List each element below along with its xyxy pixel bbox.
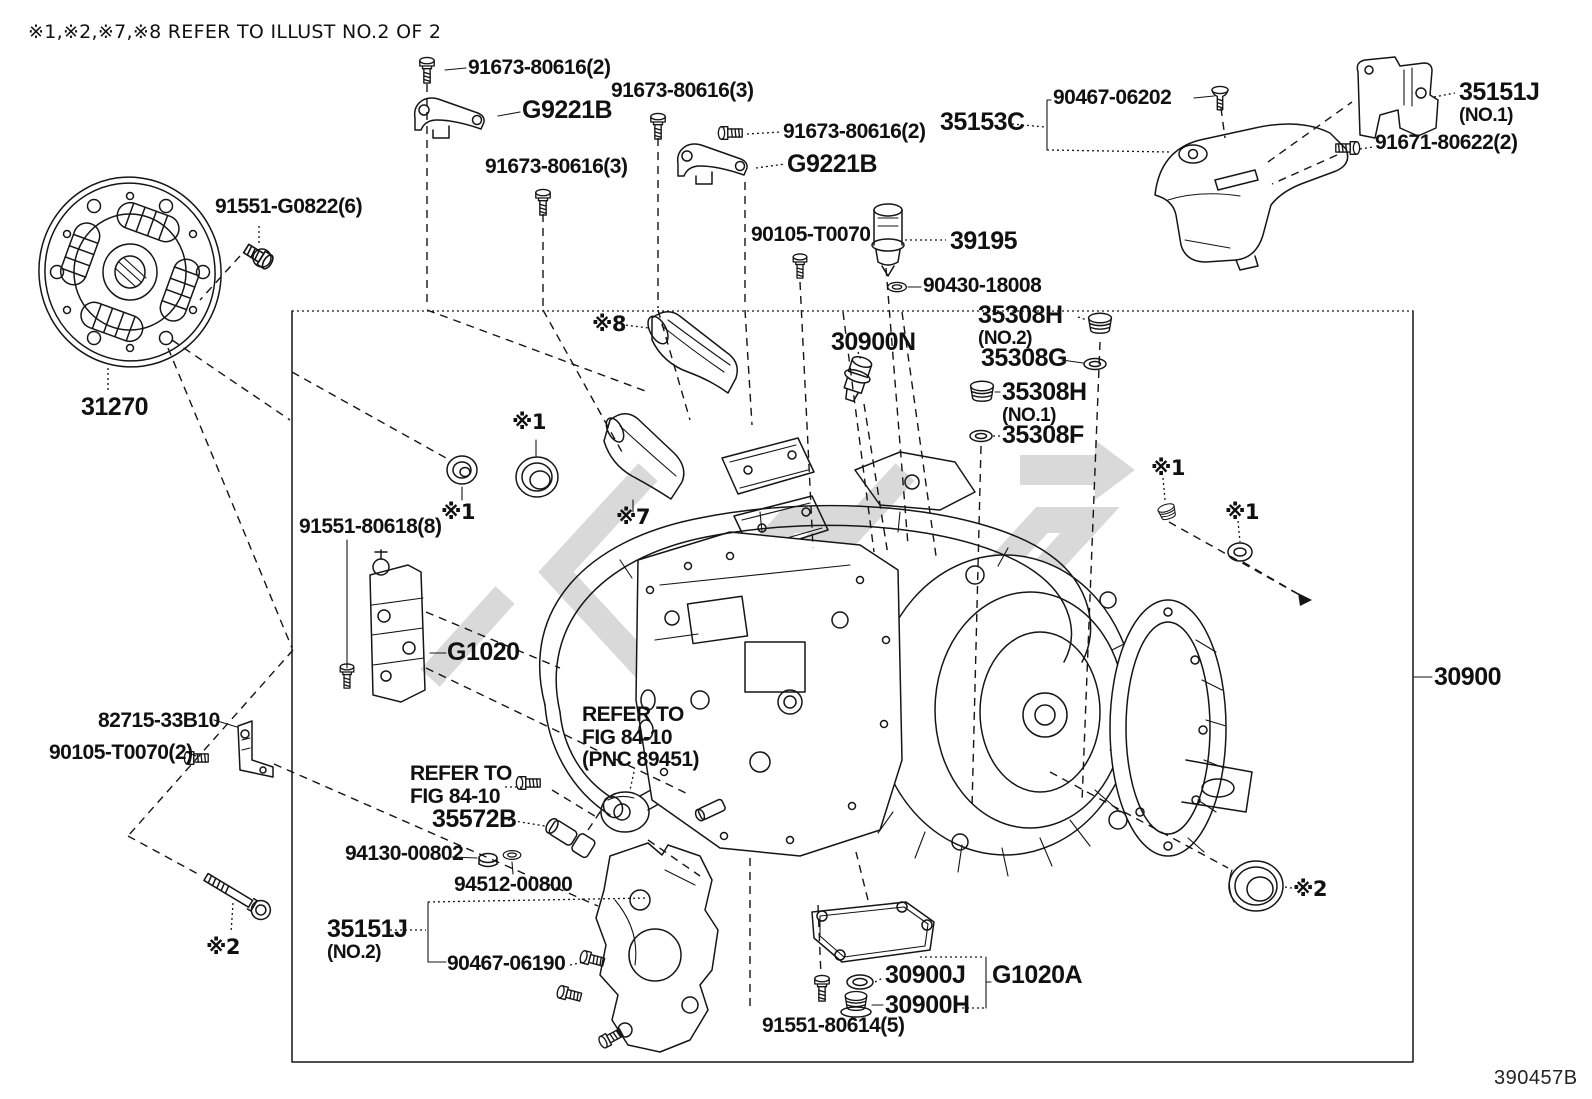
callout-g1020: G1020 — [447, 638, 520, 666]
diagram-id: 390457B — [1494, 1067, 1578, 1089]
callout-91673-80616-2a: 91673-80616(2) — [468, 56, 611, 79]
callout-30900n: 30900N — [831, 328, 916, 356]
callout-g9221b-b: G9221B — [787, 150, 878, 178]
callout-39195: 39195 — [950, 227, 1018, 255]
callout-ref8: ※8 — [592, 312, 627, 336]
watermark-arrow — [1020, 440, 1135, 500]
footnote-refer-illust: ※1,※2,※7,※8 REFER TO ILLUST NO.2 OF 2 — [28, 21, 442, 43]
callout-35151j-no2: 35151J(NO.2) — [327, 915, 408, 963]
plug-ring-35308-art — [969, 312, 1253, 562]
main-box — [291, 310, 1433, 1063]
callout-91673-80616-3a: 91673-80616(3) — [611, 79, 754, 102]
dashed-leaders — [127, 84, 1353, 1012]
seal-icons-center — [446, 455, 559, 498]
callout-ref1-b: ※1 — [441, 500, 476, 524]
callout-ref1-a: ※1 — [512, 410, 547, 434]
callout-35572b: 35572B — [432, 805, 517, 833]
callout-90467-06190: 90467-06190 — [447, 952, 566, 975]
callout-g9221b-a: G9221B — [522, 96, 613, 124]
callout-30900h: 30900H — [885, 991, 970, 1019]
transaxle-assembly-art — [539, 451, 1253, 877]
screw-90467-06202-art — [1211, 85, 1229, 111]
bracket-35151j-no1-art — [1356, 56, 1439, 139]
bracket-82715-art — [183, 720, 274, 778]
valve-body-g1020-art — [339, 549, 426, 703]
callout-35308g: 35308G — [981, 344, 1067, 372]
callout-82715-33b10: 82715-33B10 — [98, 709, 220, 732]
callout-ref1-c: ※1 — [1151, 456, 1186, 480]
callout-94130-00802: 94130-00802 — [345, 842, 464, 865]
cover-35153c-art — [1154, 123, 1349, 271]
long-bolt-2-art — [203, 872, 272, 921]
callout-35308h-no2: 35308H(NO.2) — [978, 301, 1063, 349]
seal-2-right-art — [1228, 860, 1284, 912]
plate-35151j-no2-art — [555, 842, 719, 1053]
callout-35308h-no1: 35308H(NO.1) — [1002, 378, 1087, 426]
clutch-disc-art — [38, 176, 222, 368]
screw-91671-art — [1335, 141, 1361, 155]
callout-91673-80616-3b: 91673-80616(3) — [485, 155, 628, 178]
callout-30900-assembly: 30900 — [1434, 663, 1502, 691]
callout-91671-80622: 91671-80622(2) — [1375, 131, 1518, 154]
duct-7-art — [603, 413, 685, 500]
callout-90105-t0070-2: 90105-T0070(2) — [49, 741, 193, 764]
leader-ties — [107, 67, 1456, 1006]
callout-91551-80614: 91551-80614(5) — [762, 1014, 905, 1037]
callout-91551-g0822: 91551-G0822(6) — [215, 195, 363, 218]
solenoid-39195-art — [871, 203, 905, 277]
callout-ref2-left: ※2 — [206, 935, 241, 959]
duct-8-art — [647, 311, 738, 394]
callout-94512-00800: 94512-00800 — [454, 873, 573, 896]
callout-90430-18008: 90430-18008 — [923, 274, 1042, 297]
bracket-connectors — [390, 95, 1215, 1009]
bolt-91551-g0822-art — [241, 241, 276, 272]
callout-91673-80616-2b: 91673-80616(2) — [783, 120, 926, 143]
callout-30900j: 30900J — [885, 961, 966, 989]
callout-35151j-no1: 35151J(NO.1) — [1459, 78, 1540, 126]
callout-35153c: 35153C — [940, 108, 1025, 136]
callout-91551-80618: 91551-80618(8) — [299, 515, 442, 538]
bracket-g9221b-2 — [676, 143, 748, 185]
ring-90430-art — [887, 281, 907, 293]
callout-ref1-d: ※1 — [1225, 500, 1260, 524]
callout-90467-06202: 90467-06202 — [1053, 86, 1172, 109]
callout-35308f: 35308F — [1002, 421, 1084, 449]
callout-31270: 31270 — [81, 393, 149, 421]
sensor-30900n-art — [843, 355, 873, 403]
callout-ref2-right: ※2 — [1293, 877, 1328, 901]
callout-ref7: ※7 — [616, 505, 651, 529]
bracket-g9221b-1 — [413, 97, 485, 139]
callout-90105-t0070: 90105-T0070 — [751, 223, 871, 246]
callout-g1020a: G1020A — [992, 961, 1083, 989]
small-parts-center — [478, 776, 667, 868]
